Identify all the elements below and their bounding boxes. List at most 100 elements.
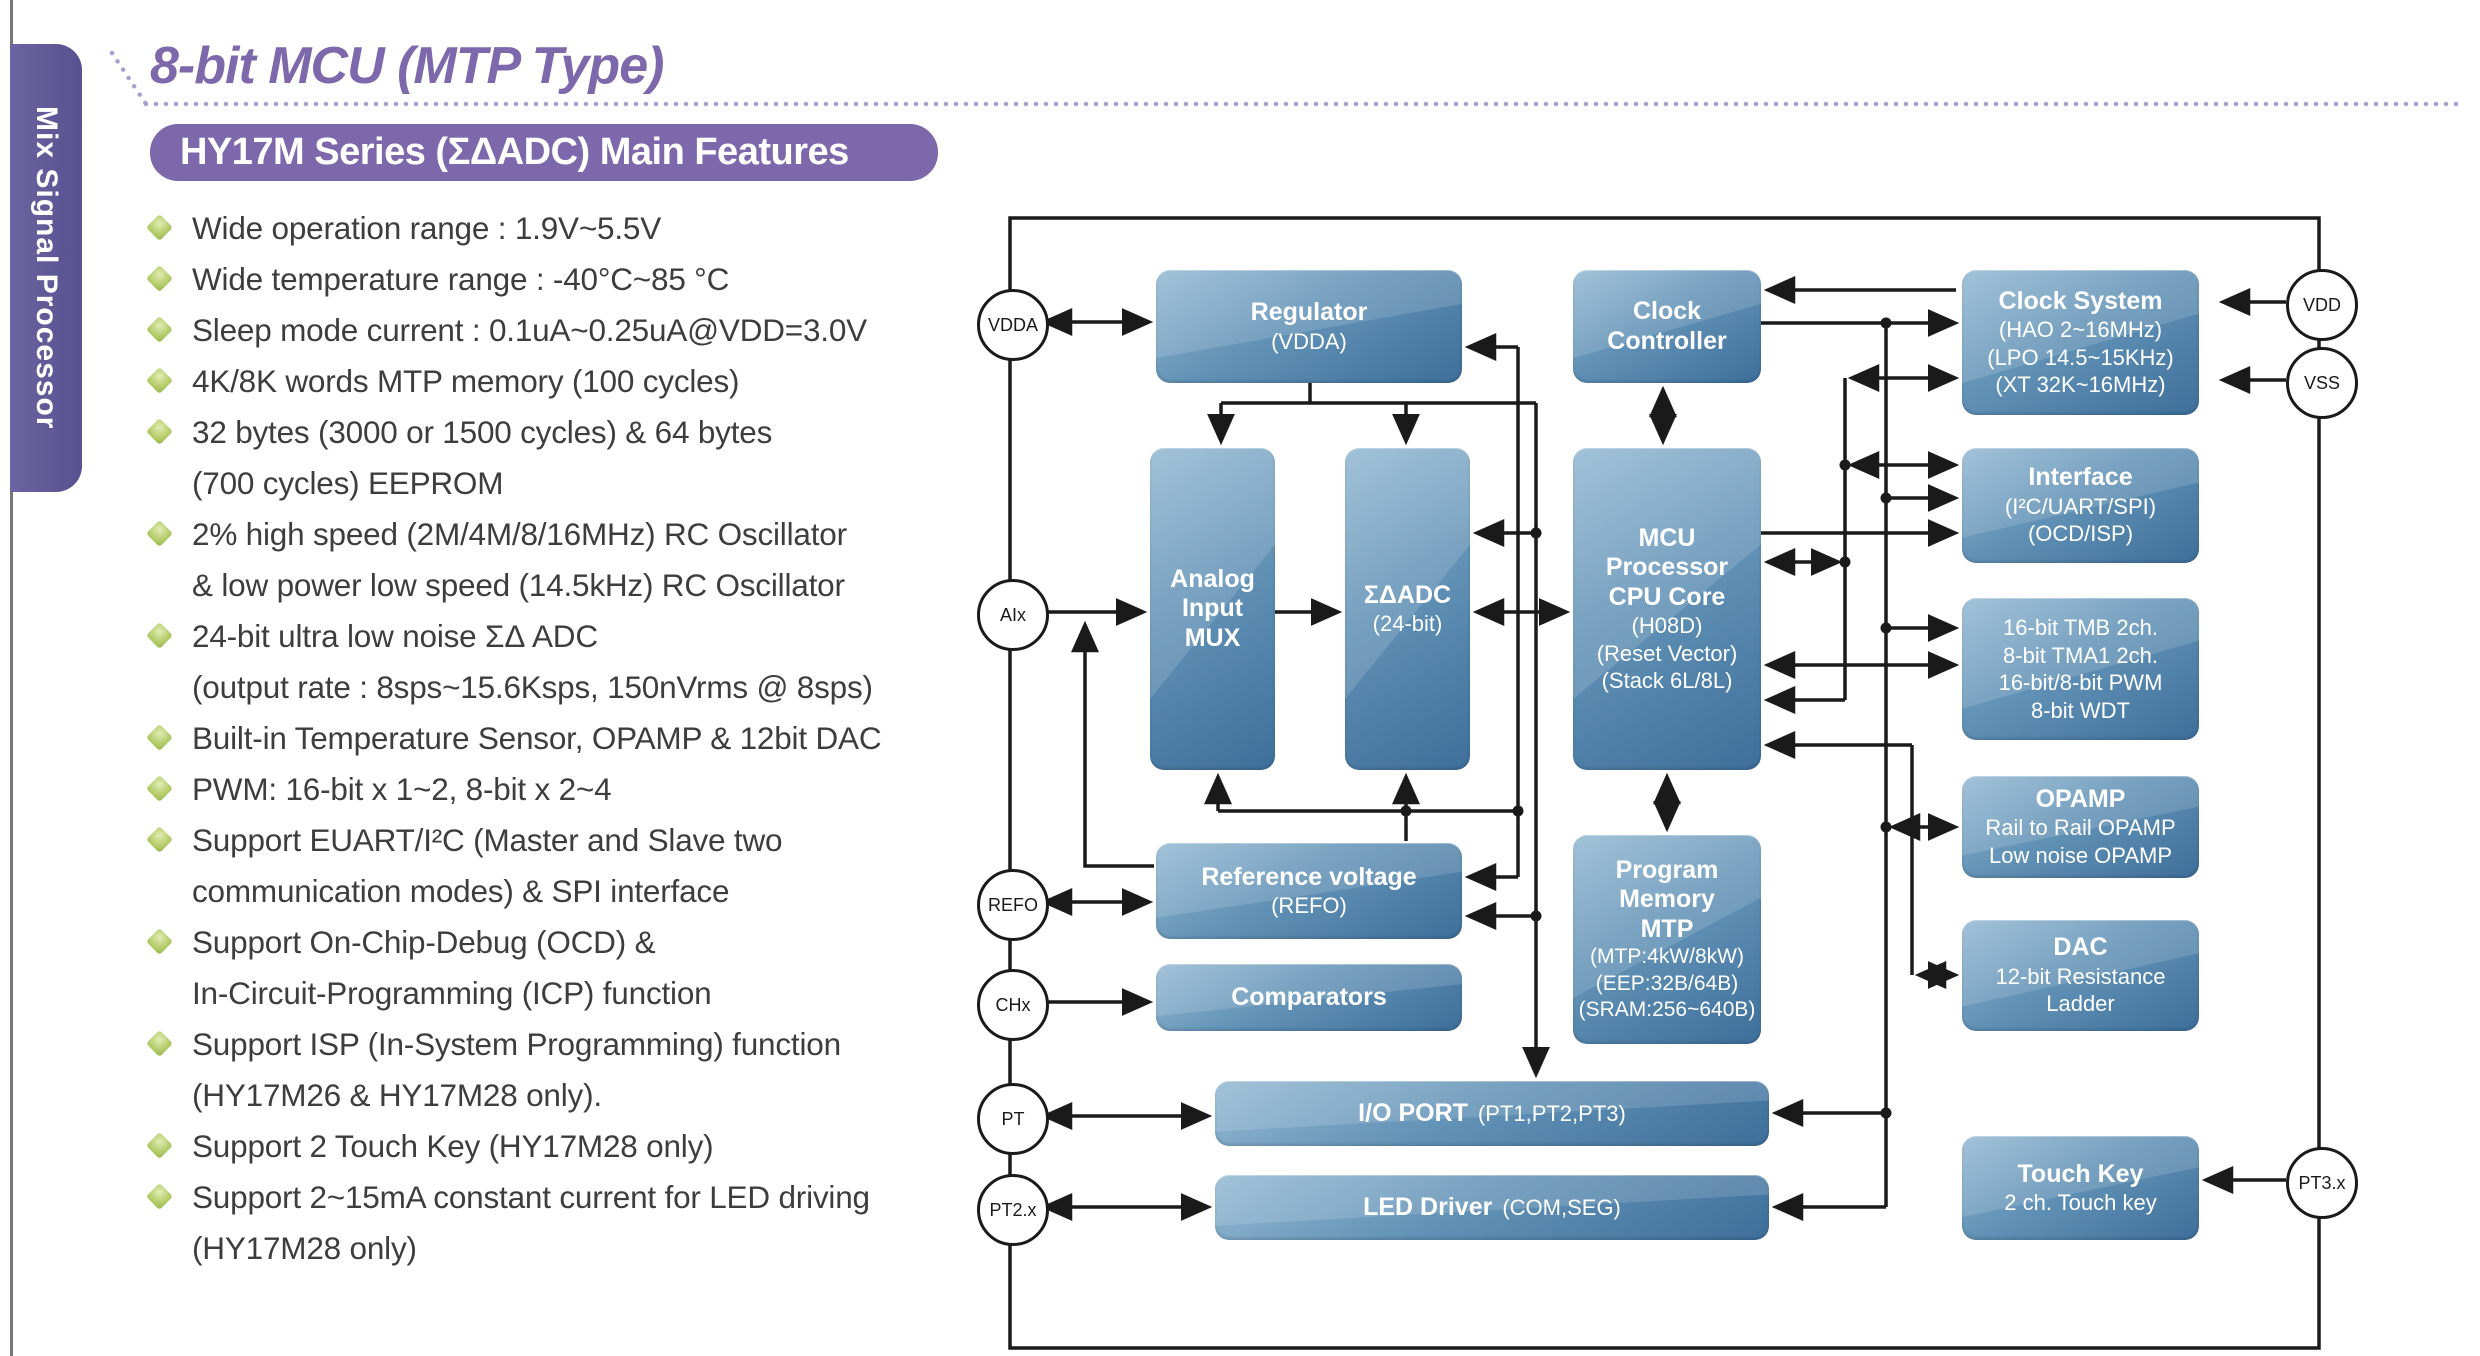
block-io-port: I/O PORT (PT1,PT2,PT3): [1215, 1081, 1769, 1146]
block-line: Low noise OPAMP: [1988, 842, 2172, 868]
block-line: Rail to Rail OPAMP: [1985, 815, 2176, 841]
block-subtitle: (REFO): [1271, 893, 1347, 918]
block-line: (LPO 14.5~15KHz): [1987, 344, 2174, 370]
block-opamp: OPAMP Rail to Rail OPAMP Low noise OPAMP: [1962, 776, 2199, 878]
block-interface: Interface (I²C/UART/SPI) (OCD/ISP): [1962, 448, 2199, 563]
block-subtitle: (PT1,PT2,PT3): [1477, 1100, 1626, 1126]
block-line: 16-bit/8-bit PWM: [1998, 670, 2163, 695]
block-title: ΣΔADC: [1363, 580, 1452, 609]
feature-item: Support 2~15mA constant current for LED …: [146, 1172, 881, 1274]
feature-item: Sleep mode current : 0.1uA~0.25uA@VDD=3.…: [146, 305, 881, 356]
block-line: (MTP:4kW/8kW): [1590, 945, 1744, 969]
block-comparators: Comparators: [1156, 964, 1462, 1031]
feature-item: Support On-Chip-Debug (OCD) &In-Circuit-…: [146, 917, 881, 1019]
feature-text: Built-in Temperature Sensor, OPAMP & 12b…: [192, 720, 882, 756]
block-sigma-delta-adc: ΣΔADC (24-bit): [1345, 448, 1470, 770]
block-regulator: Regulator (VDDA): [1156, 270, 1462, 383]
block-touch-key: Touch Key 2 ch. Touch key: [1962, 1136, 2199, 1240]
block-line: (Reset Vector): [1596, 640, 1738, 666]
block-led-driver: LED Driver (COM,SEG): [1215, 1175, 1769, 1240]
port-vss: VSS: [2286, 347, 2358, 419]
block-line: 8-bit WDT: [2031, 697, 2130, 723]
block-title: Regulator: [1250, 298, 1368, 326]
feature-item: Wide operation range : 1.9V~5.5V: [146, 203, 881, 254]
feature-item: Support 2 Touch Key (HY17M28 only): [146, 1121, 881, 1172]
block-analog-input-mux: Analog Input MUX: [1150, 448, 1275, 770]
block-title: Touch Key: [2017, 1159, 2144, 1188]
block-line: (Stack 6L/8L): [1601, 668, 1733, 693]
sidebar-tab-label: Mix Signal Processor: [30, 106, 63, 430]
page-title: 8-bit MCU (MTP Type): [150, 37, 664, 95]
block-line: (I²C/UART/SPI): [2004, 493, 2157, 519]
block-title: Interface: [2028, 463, 2133, 492]
block-title: OPAMP: [2035, 784, 2126, 813]
feature-text: 32 bytes (3000 or 1500 cycles) & 64 byte…: [192, 414, 773, 501]
feature-text: 4K/8K words MTP memory (100 cycles): [192, 363, 740, 399]
block-timers: 16-bit TMB 2ch. 8-bit TMA1 2ch. 16-bit/8…: [1962, 598, 2199, 740]
feature-text: Support 2~15mA constant current for LED …: [192, 1179, 870, 1266]
block-title: Comparators: [1231, 982, 1387, 1011]
block-program-memory: Program Memory MTP (MTP:4kW/8kW) (EEP:32…: [1573, 835, 1761, 1044]
feature-text: Wide operation range : 1.9V~5.5V: [192, 210, 662, 246]
feature-item: 32 bytes (3000 or 1500 cycles) & 64 byte…: [146, 407, 881, 509]
port-pt3x: PT3.x: [2286, 1147, 2358, 1219]
port-pt2x: PT2.x: [977, 1174, 1049, 1246]
block-dac: DAC 12-bit Resistance Ladder: [1962, 920, 2199, 1031]
port-pt: PT: [977, 1083, 1049, 1155]
block-subtitle: 2 ch. Touch key: [2004, 1190, 2157, 1215]
feature-text: PWM: 16-bit x 1~2, 8-bit x 2~4: [192, 771, 612, 807]
block-line: (H08D): [1631, 613, 1703, 638]
wire-junction-dots: [1400, 317, 1892, 1119]
block-reference-voltage: Reference voltage (REFO): [1156, 843, 1462, 939]
port-vdda: VDDA: [977, 289, 1049, 361]
feature-item: 24-bit ultra low noise ΣΔ ADC(output rat…: [146, 611, 881, 713]
block-line: 12-bit Resistance: [1995, 963, 2166, 989]
dotted-rule: [109, 50, 2465, 107]
block-line: (SRAM:256~640B): [1578, 997, 1756, 1021]
feature-list: Wide operation range : 1.9V~5.5V Wide tem…: [146, 203, 882, 1274]
sidebar-tab: Mix Signal Processor: [10, 44, 82, 492]
block-line: (HAO 2~16MHz): [1998, 317, 2163, 342]
port-aix: AIx: [977, 579, 1049, 651]
section-banner-label: HY17M Series (ΣΔADC) Main Features: [180, 131, 849, 173]
block-line: Ladder: [2046, 991, 2115, 1017]
block-title: I/O PORT: [1358, 1098, 1468, 1127]
port-chx: CHx: [977, 969, 1049, 1041]
port-vdd: VDD: [2286, 269, 2358, 341]
feature-text: Wide temperature range : -40°C~85 °C: [192, 261, 730, 297]
block-line: (XT 32K~16MHz): [1995, 372, 2166, 397]
feature-text: Support On-Chip-Debug (OCD) &In-Circuit-…: [192, 924, 712, 1011]
feature-text: Support 2 Touch Key (HY17M28 only): [192, 1128, 714, 1164]
port-refo: REFO: [977, 869, 1049, 941]
wires: [1008, 216, 2321, 1350]
block-line: 8-bit TMA1 2ch.: [2003, 642, 2158, 668]
block-title: Clock System: [1998, 286, 2163, 315]
block-title: Program Memory MTP: [1615, 855, 1719, 943]
block-title: LED Driver: [1363, 1192, 1493, 1221]
feature-item: Wide temperature range : -40°C~85 °C: [146, 254, 881, 305]
block-line: 16-bit TMB 2ch.: [2003, 615, 2158, 640]
block-title: MCU Processor CPU Core: [1605, 523, 1729, 611]
block-mcu-cpu-core: MCU Processor CPU Core (H08D) (Reset Vec…: [1573, 448, 1761, 770]
block-clock-controller: Clock Controller: [1573, 270, 1761, 383]
feature-item: 2% high speed (2M/4M/8/16MHz) RC Oscilla…: [146, 509, 881, 611]
page-edge-rule: [10, 0, 13, 1356]
feature-text: Sleep mode current : 0.1uA~0.25uA@VDD=3.…: [192, 312, 867, 348]
feature-item: Support ISP (In-System Programming) func…: [146, 1019, 881, 1121]
feature-item: Built-in Temperature Sensor, OPAMP & 12b…: [146, 713, 882, 764]
block-subtitle: (24-bit): [1372, 611, 1443, 636]
feature-item: 4K/8K words MTP memory (100 cycles): [146, 356, 881, 407]
block-title: DAC: [2053, 933, 2108, 962]
block-title: Analog Input MUX: [1170, 564, 1255, 652]
block-title: Reference voltage: [1201, 862, 1417, 891]
block-subtitle: (COM,SEG): [1502, 1194, 1621, 1220]
feature-text: 2% high speed (2M/4M/8/16MHz) RC Oscilla…: [192, 516, 847, 603]
block-clock-system: Clock System (HAO 2~16MHz) (LPO 14.5~15K…: [1962, 270, 2199, 415]
feature-item: PWM: 16-bit x 1~2, 8-bit x 2~4: [146, 764, 881, 815]
section-banner: HY17M Series (ΣΔADC) Main Features: [150, 124, 938, 181]
block-line: (EEP:32B/64B): [1595, 971, 1739, 995]
